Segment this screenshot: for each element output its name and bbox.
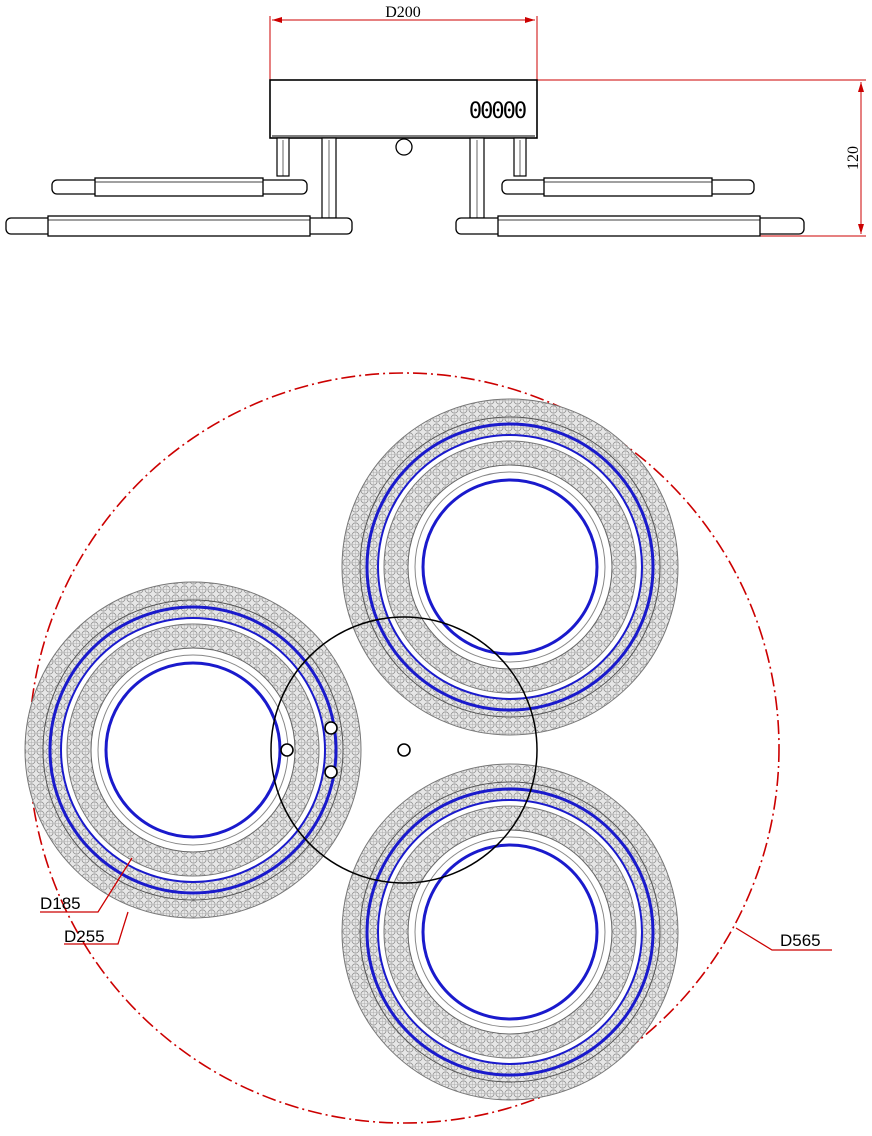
overall-diameter-leader <box>735 927 832 951</box>
lower-rings-side <box>5 215 805 237</box>
width-dimension <box>269 16 538 80</box>
mounting-points <box>280 721 411 779</box>
upper-rings-side <box>51 177 755 197</box>
canopy-body <box>269 79 538 139</box>
top-view: D185 D255 D565 <box>24 372 832 1124</box>
support-rods <box>276 137 527 219</box>
height-dimension <box>537 79 866 237</box>
indicator-lights: 00000 <box>469 99 526 124</box>
overall-diameter-label: D565 <box>780 931 821 950</box>
light-ring-bottom <box>341 763 679 1101</box>
light-ring-top <box>341 398 679 736</box>
inner-diameter-leader <box>40 857 133 913</box>
side-view: D200 120 00000 <box>5 4 866 237</box>
width-dimension-label: D200 <box>385 4 421 21</box>
inner-diameter-label: D185 <box>40 894 81 913</box>
outer-ring-diameter-leader <box>64 911 129 945</box>
height-dimension-label: 120 <box>845 146 862 170</box>
light-ring-left <box>24 581 362 919</box>
outer-ring-diameter-label: D255 <box>64 927 105 946</box>
canopy-outline-top <box>270 616 538 884</box>
sensor-knob <box>395 138 413 156</box>
